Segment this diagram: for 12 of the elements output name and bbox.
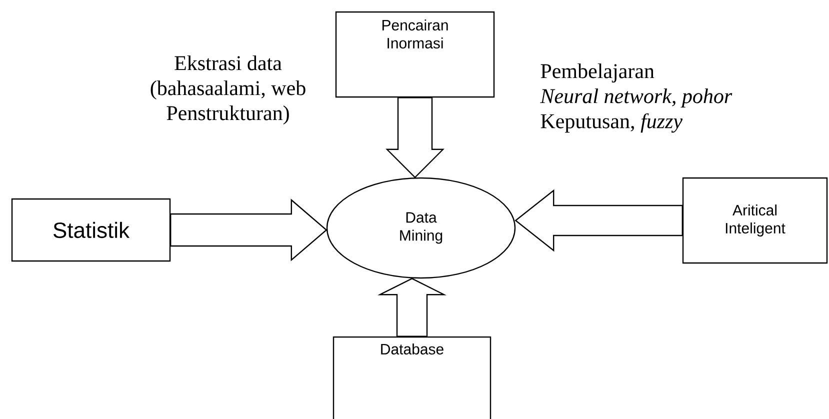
process-box: Database <box>332 336 492 419</box>
text-label: Neural network, pohor <box>540 88 732 108</box>
process-box: Pencairan Inormasi <box>335 11 495 98</box>
text-label: Pembelajaran <box>540 63 654 83</box>
text-label: Ekstrasi data (bahasaalami, web Penstrukturan) <box>150 55 306 125</box>
block-arrow <box>514 189 683 252</box>
process-box: Statistik <box>11 198 171 262</box>
block-arrow <box>377 278 447 337</box>
block-arrow <box>170 198 328 262</box>
text-label: Keputusan, fuzzy <box>540 113 683 133</box>
block-arrow <box>386 97 444 178</box>
process-box: Aritical Inteligent <box>682 177 828 264</box>
